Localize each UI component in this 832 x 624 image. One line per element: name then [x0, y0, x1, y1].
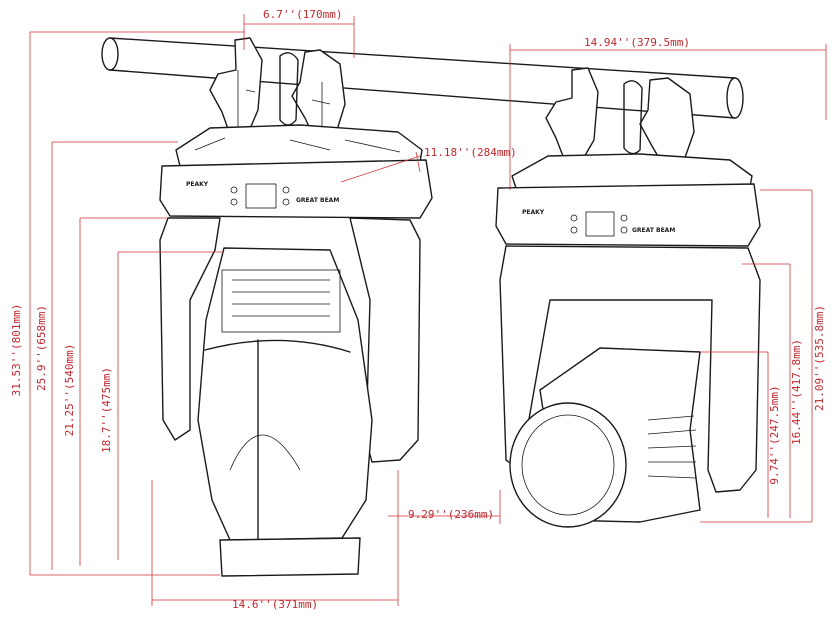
dim-side-depth: 14.94''(379.5mm): [584, 36, 690, 49]
side-lens: [509, 402, 627, 528]
side-yoke: [499, 245, 761, 493]
front-clamps: [209, 37, 346, 147]
dimension-lines: [29, 14, 827, 606]
side-button-icon: [620, 214, 628, 222]
side-moving-head: PEAKY GREAT BEAM: [495, 67, 761, 528]
dim-total-height: 31.53''(801mm): [10, 304, 23, 397]
dim-side-height-417: 16.44''(417.8mm): [790, 339, 803, 445]
dim-base-depth: 11.18''(284mm): [424, 146, 517, 159]
front-button-icon: [282, 186, 290, 194]
front-yoke-left: [159, 217, 221, 441]
side-clamps: [545, 67, 695, 171]
dim-clamp-spacing: 6.7''(170mm): [263, 8, 342, 21]
side-display-screen: [585, 211, 615, 237]
side-model-label: GREAT BEAM: [632, 227, 675, 234]
front-base-top: [175, 124, 423, 167]
front-model-label: GREAT BEAM: [296, 197, 339, 204]
dim-side-height-535: 21.09''(535.8mm): [813, 305, 826, 411]
front-brand-label: PEAKY: [186, 181, 209, 188]
dim-side-height-247: 9.74''(247.5mm): [768, 385, 781, 484]
front-moving-head: PEAKY GREAT BEAM: [159, 37, 433, 577]
dim-height-to-base: 25.9''(658mm): [35, 305, 48, 391]
front-button-icon: [230, 186, 238, 194]
front-fan-grille: [221, 269, 341, 333]
side-button-icon: [620, 226, 628, 234]
front-display-screen: [245, 183, 277, 209]
side-brand-label: PEAKY: [522, 209, 545, 216]
front-base: [159, 159, 433, 219]
front-button-icon: [282, 198, 290, 206]
front-button-icon: [230, 198, 238, 206]
side-button-icon: [570, 226, 578, 234]
side-button-icon: [570, 214, 578, 222]
side-base-top: [511, 153, 753, 189]
dim-yoke-width: 9.29''(236mm): [408, 508, 494, 521]
dim-height-540: 21.25''(540mm): [63, 344, 76, 437]
dim-height-475: 18.7''(475mm): [100, 367, 113, 453]
front-lens-bottom: [219, 537, 361, 577]
side-base: [495, 183, 761, 247]
dim-front-width: 14.6''(371mm): [232, 598, 318, 611]
